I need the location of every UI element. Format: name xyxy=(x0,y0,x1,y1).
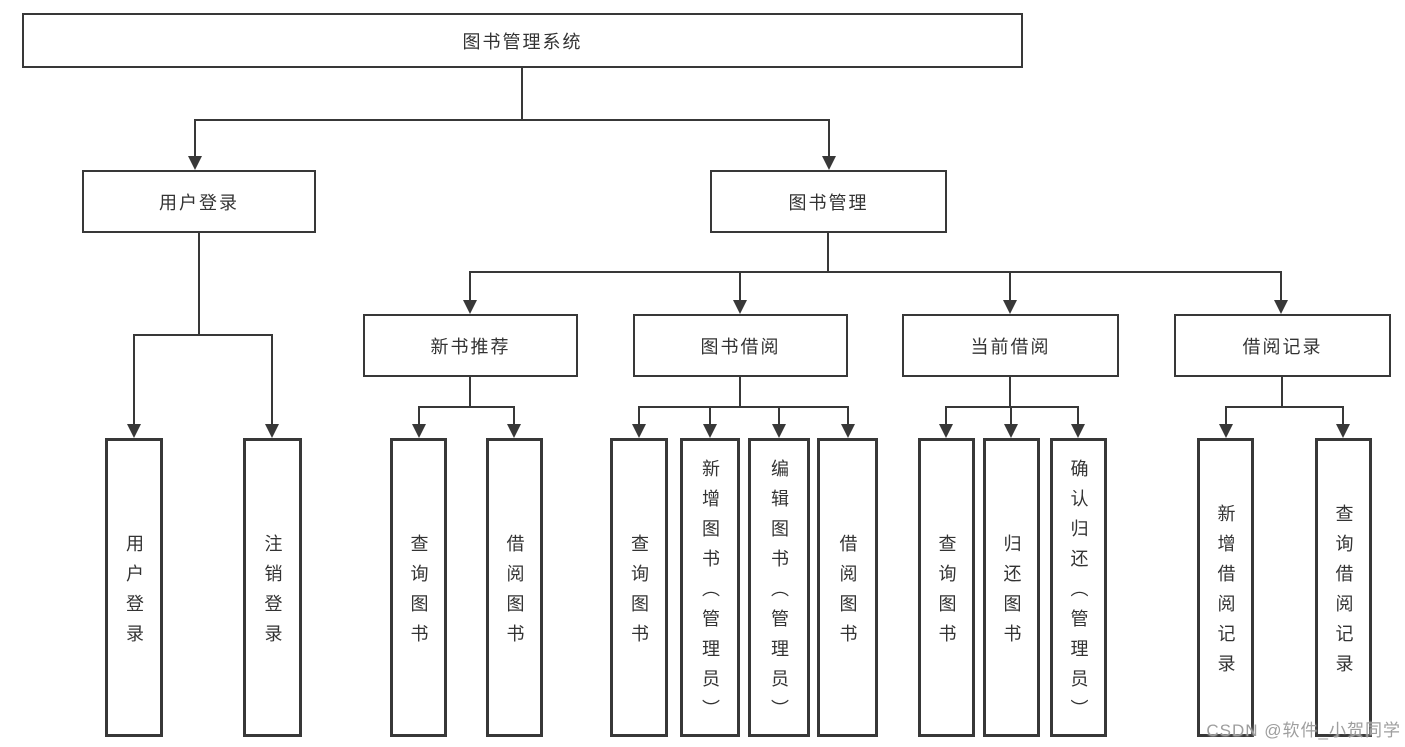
leaf-current-return-books: 归还图书 xyxy=(983,438,1040,737)
leaf-label: 新增图书（管理员） xyxy=(700,458,720,729)
leaf-label: 注销登录 xyxy=(262,533,283,654)
leaf-label: 查询借阅记录 xyxy=(1333,503,1354,684)
leaf-label: 借阅图书 xyxy=(837,533,858,654)
node-book-borrow: 图书借阅 xyxy=(633,314,848,377)
leaf-user-login: 用户登录 xyxy=(105,438,163,737)
leaf-current-query-books: 查询图书 xyxy=(918,438,975,737)
node-label: 新书推荐 xyxy=(430,336,511,357)
leaf-label: 查询图书 xyxy=(629,533,649,654)
leaf-label: 查询图书 xyxy=(936,533,957,654)
leaf-recommend-query-books: 查询图书 xyxy=(390,438,447,737)
leaf-borrow-query-books: 查询图书 xyxy=(610,438,668,737)
leaf-records-query-borrow-record: 查询借阅记录 xyxy=(1315,438,1372,737)
leaf-borrow-add-books-admin: 新增图书（管理员） xyxy=(680,438,740,737)
leaf-label: 借阅图书 xyxy=(504,533,525,654)
node-current-borrow: 当前借阅 xyxy=(902,314,1119,377)
node-label: 用户登录 xyxy=(159,192,239,213)
leaf-label: 新增借阅记录 xyxy=(1215,503,1236,684)
leaf-recommend-borrow-books: 借阅图书 xyxy=(486,438,543,737)
leaf-records-add-borrow-record: 新增借阅记录 xyxy=(1197,438,1254,737)
leaf-label: 确认归还（管理员） xyxy=(1068,458,1089,729)
node-user-login: 用户登录 xyxy=(82,170,316,233)
node-book-management: 图书管理 xyxy=(710,170,947,233)
node-root-library-system: 图书管理系统 xyxy=(22,13,1023,68)
leaf-label: 归还图书 xyxy=(1001,533,1022,654)
node-label: 借阅记录 xyxy=(1242,336,1323,357)
csdn-watermark: CSDN @软件_小贺同学 xyxy=(1206,721,1401,740)
leaf-current-confirm-return-admin: 确认归还（管理员） xyxy=(1050,438,1107,737)
leaf-label: 查询图书 xyxy=(408,533,429,654)
leaf-label: 用户登录 xyxy=(124,533,144,654)
node-label: 当前借阅 xyxy=(970,336,1051,357)
node-new-book-recommend: 新书推荐 xyxy=(363,314,578,377)
leaf-borrow-borrow-books: 借阅图书 xyxy=(817,438,878,737)
leaf-label: 编辑图书（管理员） xyxy=(769,458,789,729)
node-label: 图书管理 xyxy=(788,192,869,213)
node-label: 图书借阅 xyxy=(700,336,781,357)
leaf-logout: 注销登录 xyxy=(243,438,302,737)
node-borrow-records: 借阅记录 xyxy=(1174,314,1391,377)
leaf-borrow-edit-books-admin: 编辑图书（管理员） xyxy=(748,438,810,737)
node-label: 图书管理系统 xyxy=(462,31,583,52)
